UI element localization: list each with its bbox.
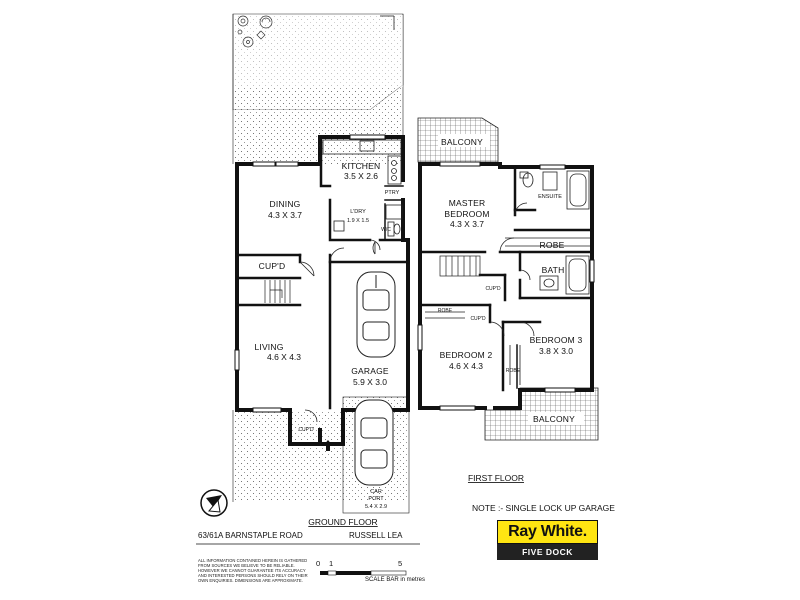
garage-label: GARAGE — [351, 366, 389, 376]
ground-stairs — [264, 280, 291, 303]
bathroom-fixtures — [519, 170, 590, 295]
master-label-2: BEDROOM — [444, 209, 489, 219]
robe-fixtures — [425, 237, 590, 385]
disclaimer-text: ALL INFORMATION CONTAINED HEREIN IS GATH… — [198, 558, 308, 583]
first-floor-doors — [489, 202, 535, 337]
cupboard-entry-label: CUP'D — [298, 427, 314, 433]
kitchen-label: KITCHEN — [342, 161, 381, 171]
garage-note: NOTE :- SINGLE LOCK UP GARAGE — [472, 503, 615, 513]
balcony-bottom-label: BALCONY — [533, 414, 575, 424]
bedroom2-label: BEDROOM 2 — [440, 350, 493, 360]
cupboard-hall-label: CUP'D — [485, 286, 501, 292]
north-arrow-icon — [200, 489, 228, 517]
master-label-1: MASTER — [449, 198, 486, 208]
scale-tick-0: 0 — [316, 559, 321, 568]
garden-plant-icons — [237, 15, 273, 48]
garage-car-icon — [356, 271, 396, 358]
pantry-label: PTRY — [385, 190, 400, 196]
ray-white-logo: Ray White. FIVE DOCK — [497, 520, 598, 560]
cupboard-hall2-label: CUP'D — [470, 316, 486, 322]
scale-label: SCALE BAR in metres — [365, 577, 426, 583]
master-size: 4.3 X 3.7 — [450, 219, 484, 229]
bath-label: BATH — [542, 265, 565, 275]
scale-tick-5: 5 — [398, 559, 403, 568]
dining-label: DINING — [270, 199, 301, 209]
ground-windows — [234, 134, 386, 413]
garage-size: 5.9 X 3.0 — [353, 377, 387, 387]
address-text: 63/61A BARNSTAPLE ROAD — [198, 531, 303, 540]
cupboard-upper-label: CUP'D — [259, 261, 286, 271]
balcony-top — [417, 117, 499, 163]
kitchen-fixtures — [322, 139, 402, 185]
kitchen-size: 3.5 X 2.6 — [344, 171, 378, 181]
ground-doors — [299, 239, 381, 423]
carport-label-1: CAR — [370, 489, 382, 495]
wc-label: W/C — [381, 227, 391, 233]
scale-bar — [320, 570, 407, 576]
laundry-size: 1.9 X 1.5 — [347, 218, 369, 224]
logo-brand: Ray White. — [497, 520, 598, 544]
ground-floor-title: GROUND FLOOR — [308, 517, 377, 527]
entry-arrow-icon — [323, 440, 333, 451]
logo-office: FIVE DOCK — [497, 544, 598, 560]
ensuite-label: ENSUITE — [538, 194, 562, 200]
first-floor-stairs — [439, 255, 481, 277]
robe-bed3-label: ROBE — [506, 368, 521, 374]
laundry-fixtures — [333, 204, 403, 255]
laundry-label: L'DRY — [350, 209, 366, 215]
scale-tick-1: 1 — [329, 559, 334, 568]
balcony-top-label: BALCONY — [441, 137, 483, 147]
living-label: LIVING — [254, 342, 283, 352]
carport-label-2: PORT — [368, 496, 384, 502]
suburb-text: RUSSELL LEA — [349, 531, 403, 540]
first-floor-title: FIRST FLOOR — [468, 473, 524, 483]
robe-bed2-label: ROBE — [438, 308, 453, 314]
robe-master-label: ROBE — [540, 240, 565, 250]
living-size: 4.6 X 4.3 — [267, 352, 301, 362]
dining-size: 4.3 X 3.7 — [268, 210, 302, 220]
bedroom3-label: BEDROOM 3 — [530, 335, 583, 345]
bedroom3-size: 3.8 X 3.0 — [539, 346, 573, 356]
bedroom2-size: 4.6 X 4.3 — [449, 361, 483, 371]
first-floor-windows — [417, 161, 595, 411]
carport-size: 5.4 X 2.9 — [365, 504, 387, 510]
carport-car-icon — [354, 399, 394, 486]
